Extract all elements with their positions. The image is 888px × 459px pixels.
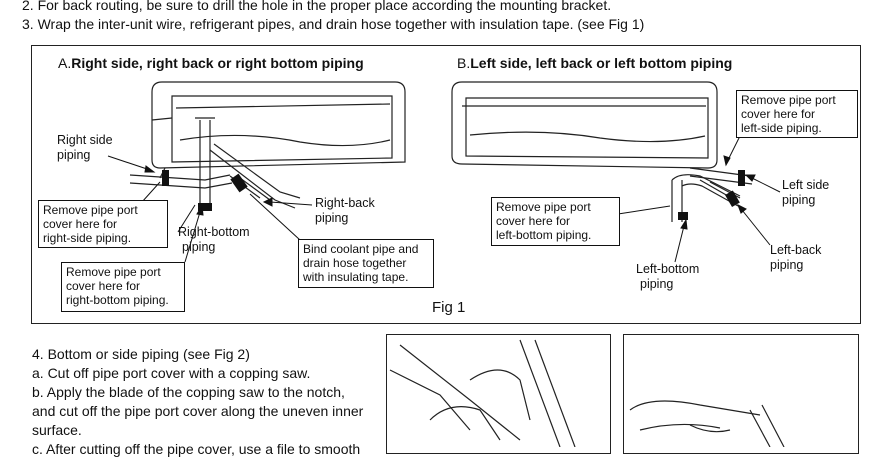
label-left-bottom-piping: Left-bottom piping (636, 262, 699, 292)
label-line: Left-bottom (636, 262, 700, 276)
fig-illustrations (107, 81, 785, 447)
callout-line: with insulating tape. (303, 270, 409, 284)
callout-line: right-bottom piping. (66, 293, 169, 307)
section-b-title-text: Left side, left back or left bottom pipi… (470, 55, 733, 71)
step-line: b. Apply the blade of the copping saw to… (32, 384, 345, 400)
indoor-unit-a-drawing (151, 81, 406, 179)
label-line: Right-bottom (178, 225, 250, 239)
callout-line: Remove pipe port (496, 200, 591, 214)
step-line: surface. (32, 422, 82, 438)
instruction-line-3: 3. Wrap the inter-unit wire, refrigerant… (22, 16, 645, 32)
fig1-caption: Fig 1 (432, 299, 466, 316)
insulation-bands (162, 170, 745, 220)
callout-line: Remove pipe port (66, 265, 161, 279)
fig2-frame-right (623, 334, 859, 454)
callout-line: left-bottom piping. (496, 228, 592, 242)
label-line: piping (640, 277, 674, 291)
label-line: Right-back (315, 196, 375, 210)
pipes-a-drawing (129, 117, 301, 210)
callout-line: Remove pipe port (741, 93, 836, 107)
callout-remove-left-bottom: Remove pipe port cover here for left-bot… (491, 197, 620, 246)
fig1-frame (31, 45, 861, 324)
callout-remove-right-side: Remove pipe port cover here for right-si… (38, 200, 168, 248)
section-b-letter: B. (457, 55, 471, 71)
label-right-bottom-piping: Right-bottom piping (178, 225, 250, 255)
step-line: a. Cut off pipe port cover with a coppin… (32, 365, 311, 381)
label-left-side-piping: Left side piping (782, 178, 829, 208)
callout-line: right-side piping. (43, 231, 132, 245)
indoor-unit-b-drawing (451, 81, 718, 169)
callout-remove-left-side: Remove pipe port cover here for left-sid… (736, 90, 858, 138)
callout-line: cover here for (43, 217, 118, 231)
section-a-letter: A. (58, 55, 72, 71)
callout-line: cover here for (496, 214, 571, 228)
callout-line: Bind coolant pipe and (303, 242, 419, 256)
callout-line: left-side piping. (741, 121, 822, 135)
callout-line: cover here for (741, 107, 816, 121)
label-line: Right side (57, 133, 113, 147)
label-line: piping (315, 211, 349, 225)
label-right-side-piping: Right side piping (57, 133, 113, 163)
callout-bind-coolant: Bind coolant pipe and drain hose togethe… (298, 239, 434, 288)
label-line: piping (770, 258, 804, 272)
label-right-back-piping: Right-back piping (315, 196, 375, 226)
instruction-line-2: 2. For back routing, be sure to drill th… (22, 0, 612, 13)
fig2-drawings (389, 339, 785, 447)
section-a-title-text: Right side, right back or right bottom p… (71, 55, 364, 71)
callout-line: drain hose together (303, 256, 407, 270)
section-a-title: A.Right side, right back or right bottom… (58, 55, 364, 71)
step4-instructions: 4. Bottom or side piping (see Fig 2) a. … (32, 345, 412, 459)
label-line: Left side (782, 178, 830, 192)
step-line: and cut off the pipe port cover along th… (32, 403, 364, 419)
callout-line: Remove pipe port (43, 203, 138, 217)
callout-line: cover here for (66, 279, 141, 293)
step-line: 4. Bottom or side piping (see Fig 2) (32, 346, 250, 362)
callout-remove-right-bottom: Remove pipe port cover here for right-bo… (61, 262, 185, 312)
label-line: Left-back (770, 243, 822, 257)
step-line: c. After cutting off the pipe cover, use… (32, 441, 361, 457)
label-left-back-piping: Left-back piping (770, 243, 821, 273)
label-line: piping (57, 148, 91, 162)
fig2-frame-left (386, 334, 611, 454)
section-b-title: B.Left side, left back or left bottom pi… (457, 55, 732, 71)
label-line: piping (182, 240, 216, 254)
label-line: piping (782, 193, 816, 207)
